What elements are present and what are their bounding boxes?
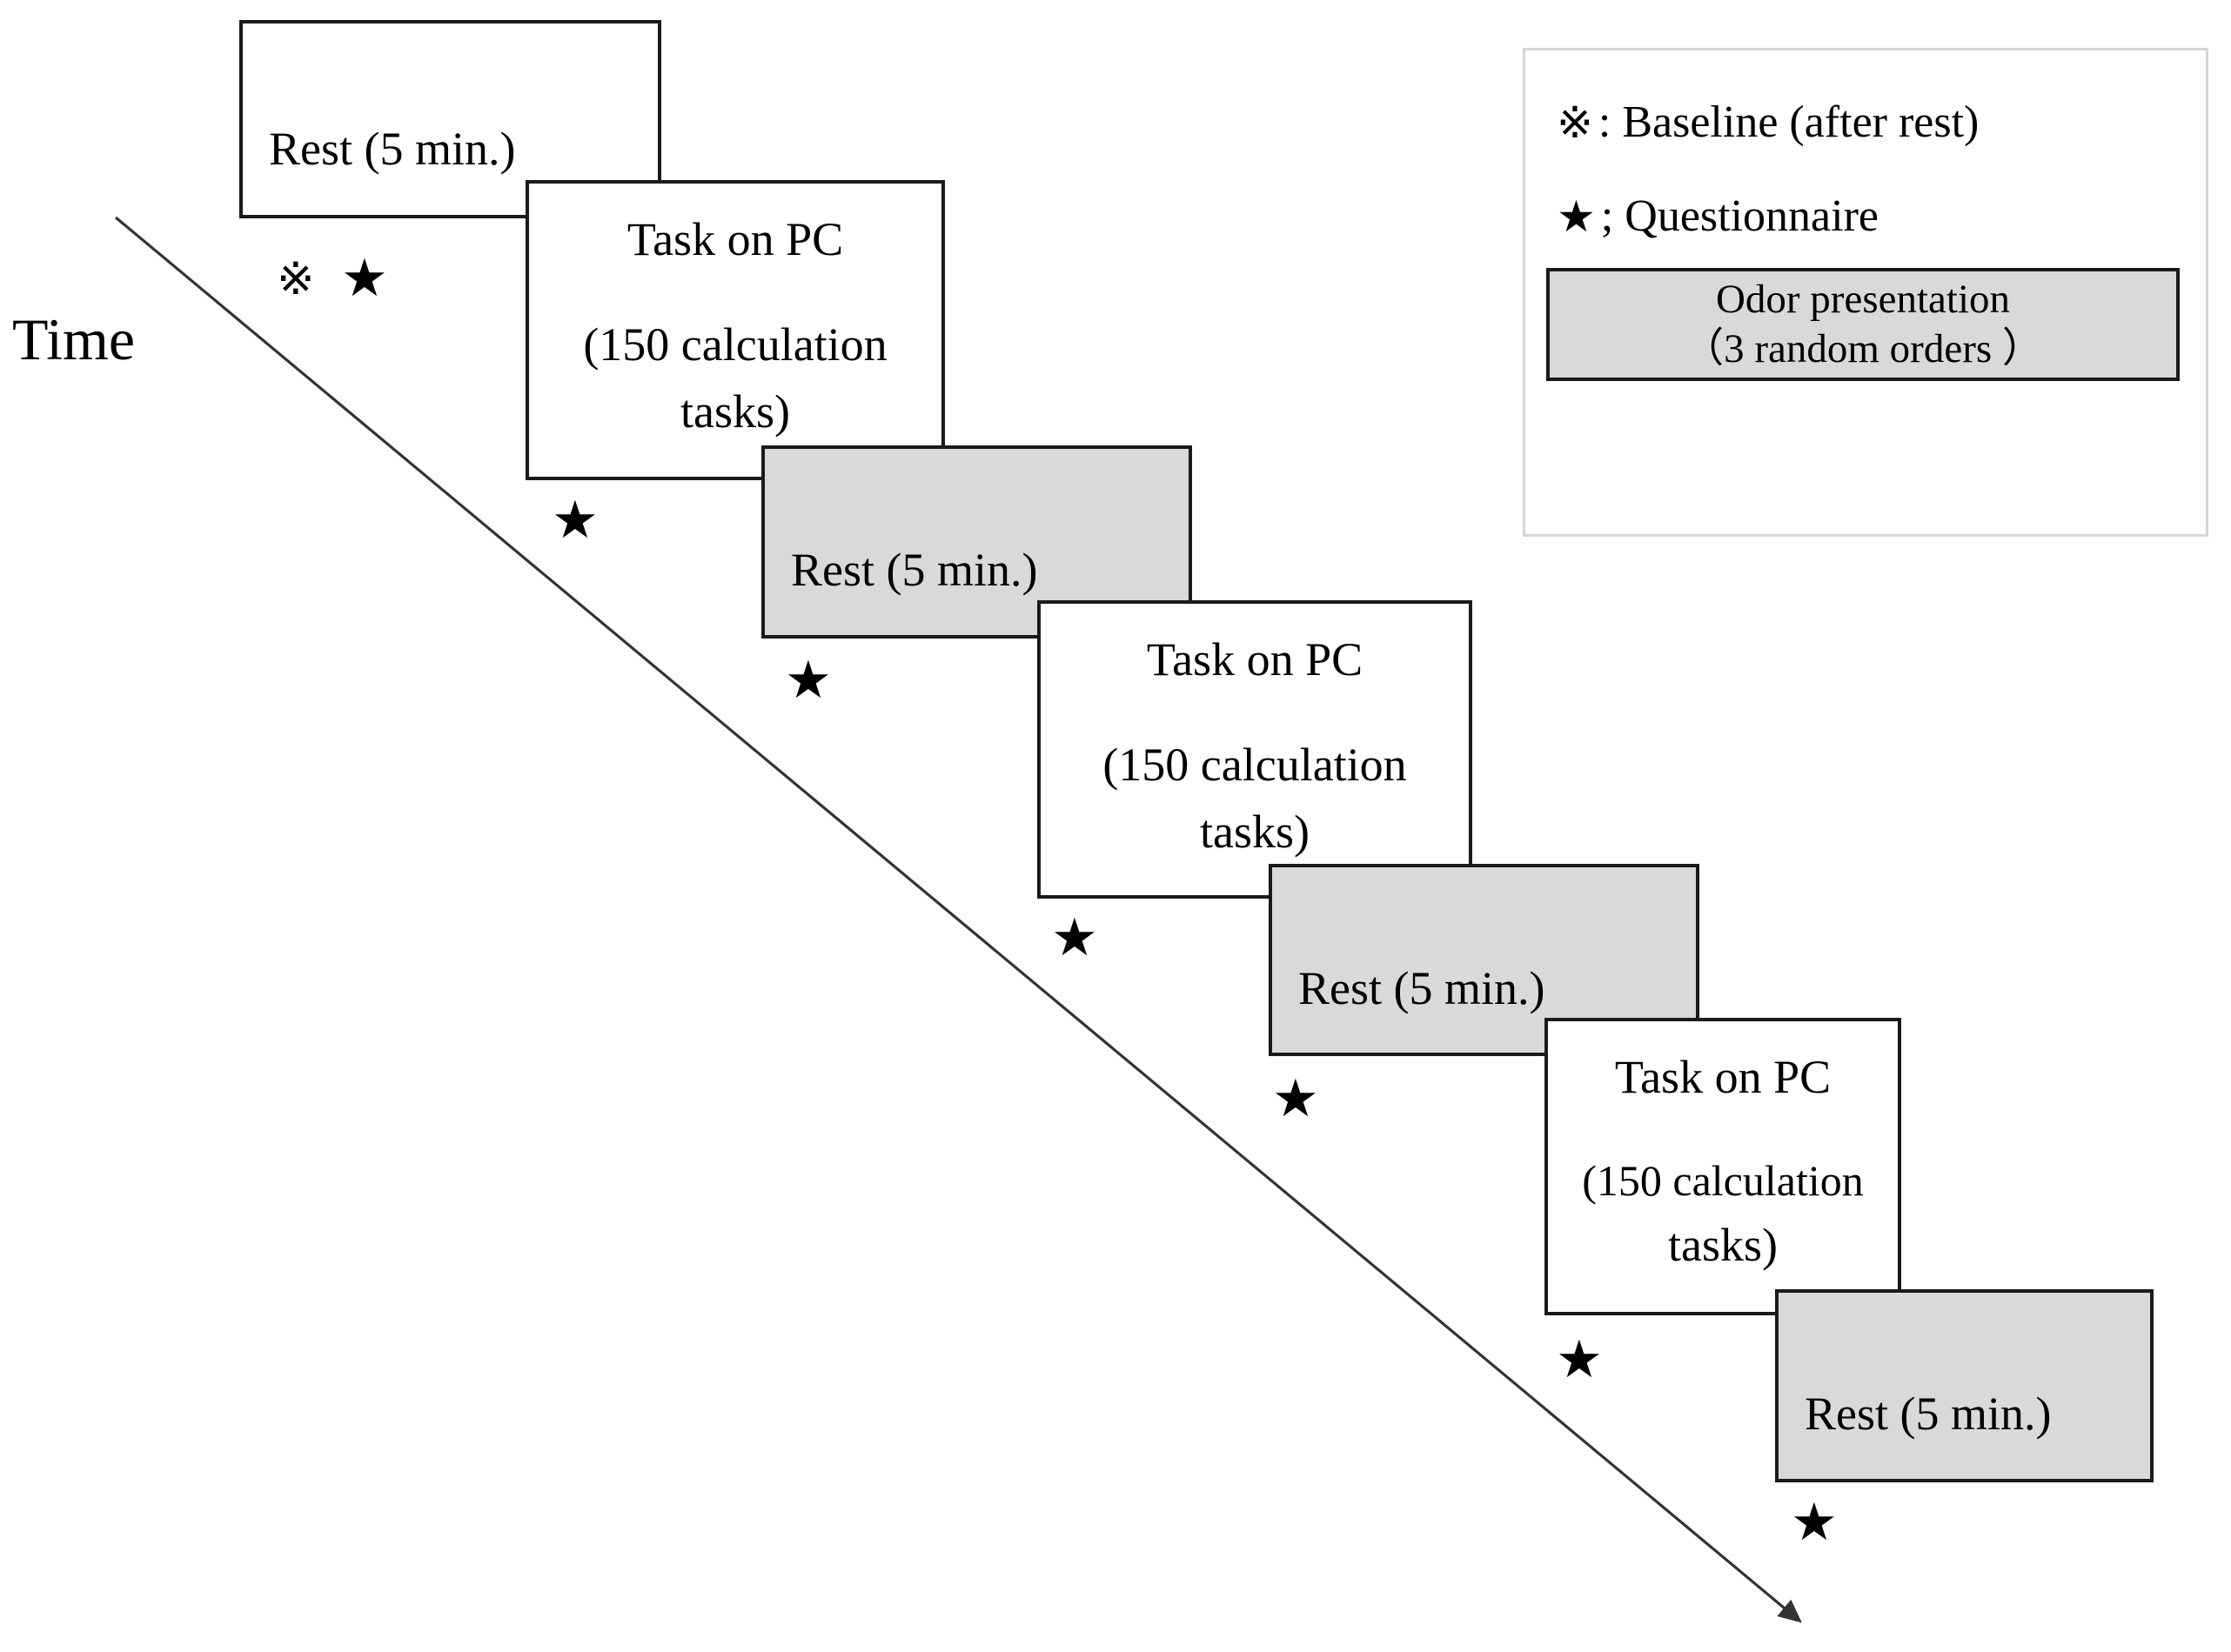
- step-box-task-3: Task on PC (150 calculation tasks): [1544, 1018, 1901, 1315]
- legend-entry-baseline: ※ : Baseline (after rest): [1557, 100, 1979, 145]
- baseline-icon: ※: [1557, 97, 1593, 148]
- step-label-line-3: tasks): [680, 385, 790, 438]
- legend-odor-presentation-box: Odor presentation （3 random orders ）: [1546, 268, 2180, 381]
- odor-label-line-1: Odor presentation: [1715, 276, 2011, 322]
- step-box-task-1: Task on PC (150 calculation tasks): [526, 180, 945, 480]
- legend-panel: ※ : Baseline (after rest) ★ ; Questionna…: [1523, 48, 2208, 537]
- step-label: Rest (5 min.): [791, 544, 1038, 596]
- step-label-line-3: tasks): [1668, 1219, 1778, 1272]
- step-label: Rest (5 min.): [1298, 962, 1545, 1014]
- step-label: Rest (5 min.): [269, 123, 516, 175]
- step-box-task-2: Task on PC (150 calculation tasks): [1037, 600, 1472, 899]
- baseline-marker-icon: ※: [277, 253, 315, 305]
- odor-label-line-2: （3 random orders ）: [1683, 326, 2043, 371]
- questionnaire-marker-icon: ★: [785, 650, 832, 711]
- legend-entry-baseline-label: : Baseline (after rest): [1598, 97, 1980, 147]
- questionnaire-marker-icon: ★: [552, 490, 599, 551]
- step-label-line-1: Task on PC: [626, 213, 844, 265]
- step-label-line-2: (150 calculation: [1582, 1156, 1864, 1206]
- step-label-line-2: (150 calculation: [1102, 739, 1407, 792]
- legend-entry-questionnaire-label: ; Questionnaire: [1600, 191, 1879, 241]
- time-axis-label: Time: [12, 306, 136, 372]
- questionnaire-marker-icon: ★: [1272, 1068, 1319, 1129]
- legend-entry-questionnaire: ★ ; Questionnaire: [1557, 194, 1879, 239]
- step-label-line-3: tasks): [1200, 806, 1310, 859]
- step-box-rest-3: Rest (5 min.): [1269, 864, 1699, 1056]
- questionnaire-marker-icon: ★: [1791, 1492, 1838, 1553]
- step-label-line-2: (150 calculation: [583, 318, 888, 371]
- questionnaire-marker-icon: ★: [1051, 907, 1098, 968]
- step-label: Rest (5 min.): [1805, 1388, 2052, 1440]
- step-label-line-1: Task on PC: [1146, 633, 1363, 686]
- step-label-line-1: Task on PC: [1614, 1051, 1832, 1103]
- step-box-rest-4: Rest (5 min.): [1775, 1289, 2154, 1482]
- questionnaire-marker-icon: ★: [341, 248, 388, 309]
- questionnaire-marker-icon: ★: [1556, 1329, 1603, 1390]
- star-icon: ★: [1557, 191, 1596, 242]
